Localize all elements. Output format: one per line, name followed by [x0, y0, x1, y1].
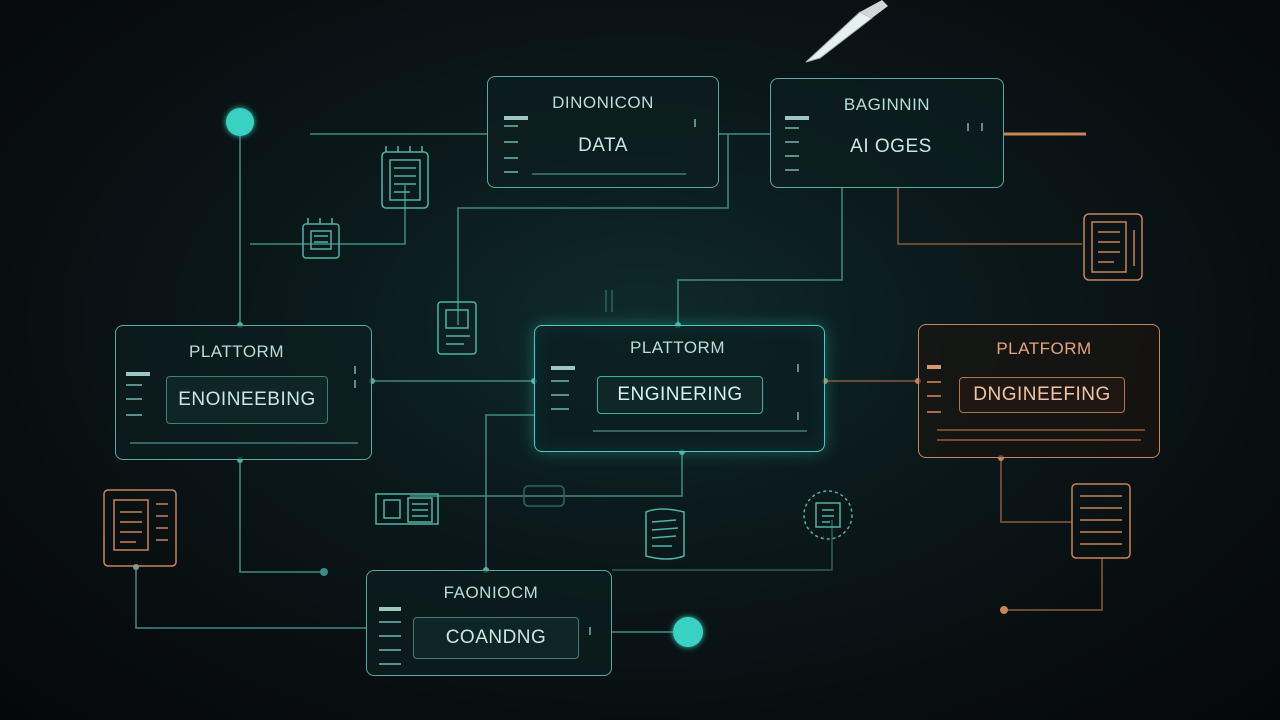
connector-node-dot [673, 617, 703, 647]
node-notch [694, 119, 696, 127]
node-label: ENOINEEBING [166, 376, 328, 424]
scroll-icon [645, 508, 685, 560]
server-rack-icon [1083, 213, 1143, 281]
node-bar [785, 169, 799, 171]
node-title: PLATTORM [630, 338, 725, 357]
connector-line [1004, 558, 1103, 611]
decorative-mark [605, 290, 613, 312]
node-bar [504, 157, 518, 159]
node-title: BAGINNIN [843, 95, 931, 114]
node-title: PLATTORM [189, 342, 284, 361]
database-icon [1071, 483, 1131, 559]
chip-icon [302, 218, 340, 259]
node-bar [785, 127, 799, 129]
clipboard-icon [103, 489, 177, 567]
node-bar [379, 649, 401, 651]
connector-line [457, 134, 729, 325]
node-title: DINONICON [552, 93, 654, 112]
node-bar [126, 372, 150, 376]
gear-chip-icon [803, 490, 853, 540]
connector-dot [133, 564, 139, 570]
node-bar [927, 395, 941, 397]
node-bar [126, 384, 142, 386]
node-data[interactable]: DINONICON DATA [487, 76, 719, 188]
node-bar [504, 141, 518, 143]
node-notch [797, 364, 799, 372]
node-notch [354, 366, 356, 374]
node-notch [354, 380, 356, 388]
node-coanding[interactable]: FAONIOCM COANDNG [366, 570, 612, 676]
connector-line [612, 520, 833, 571]
connector-line [677, 188, 843, 325]
node-notch [981, 123, 983, 131]
node-label: COANDNG [413, 617, 579, 659]
node-bar [551, 394, 569, 396]
node-bar [785, 116, 809, 120]
node-platform-center[interactable]: PLATTORM ENGINERING [534, 325, 825, 452]
node-bar [504, 171, 518, 173]
node-bar [551, 408, 569, 410]
node-title: PLATFORM [996, 339, 1092, 358]
node-rule [130, 442, 358, 444]
node-platform-right[interactable]: PLATFORM DNGINEEFING [918, 324, 1160, 458]
node-bar [785, 155, 799, 157]
node-platform-left[interactable]: PLATTORM ENOINEEBING [115, 325, 372, 460]
connector-line [250, 185, 406, 245]
node-label: DNGINEEFING [959, 377, 1125, 413]
node-bar [379, 607, 401, 611]
knife-icon [805, 0, 888, 63]
node-bar [927, 365, 941, 369]
node-label: DATA [578, 135, 628, 156]
connector-line [485, 414, 534, 570]
connector-node-dot [226, 108, 254, 136]
document-icon [437, 301, 477, 355]
connector-dot [1000, 606, 1008, 614]
node-ai-oges[interactable]: BAGINNIN AI OGES [770, 78, 1004, 188]
node-bar [379, 621, 401, 623]
node-bar [927, 381, 941, 383]
node-label: ENGINERING [597, 376, 763, 414]
node-rule [593, 430, 807, 432]
connector-line [897, 188, 1082, 245]
connector-line [1000, 458, 1072, 523]
circuit-chip-icon [381, 146, 429, 209]
node-rule [937, 439, 1141, 441]
node-notch [589, 627, 591, 635]
node-bar [785, 141, 799, 143]
node-bar [126, 414, 142, 416]
node-bar [551, 380, 569, 382]
cpu-icon [375, 493, 439, 525]
node-label: AI OGES [850, 136, 932, 157]
node-bar [551, 366, 575, 370]
node-bar [126, 398, 142, 400]
node-bar [379, 663, 401, 665]
connector-dot [320, 568, 328, 576]
node-bar [379, 635, 401, 637]
node-bar [504, 116, 528, 120]
node-bar [927, 411, 941, 413]
node-title: FAONIOCM [443, 583, 539, 602]
connector-line [239, 460, 324, 573]
node-rule [937, 429, 1145, 431]
node-bar [504, 125, 518, 127]
node-notch [967, 123, 969, 131]
decorative-mark [523, 485, 565, 507]
node-notch [797, 412, 799, 420]
connector-line [410, 452, 683, 497]
connector-line [135, 567, 366, 629]
node-rule [532, 173, 686, 175]
